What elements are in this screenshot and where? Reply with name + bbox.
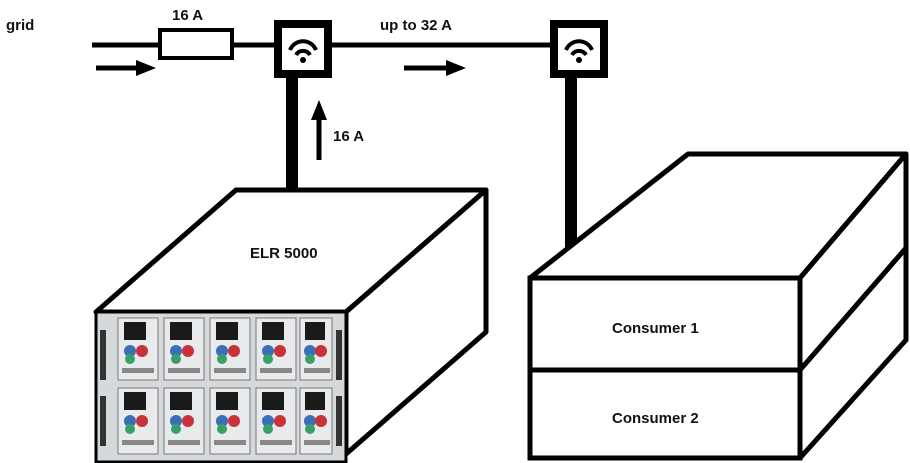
consumer-stack	[527, 151, 909, 461]
consumer-1-label: Consumer 1	[612, 320, 699, 337]
elr-module	[299, 387, 333, 455]
elr-5000-label: ELR 5000	[250, 245, 318, 262]
fuse-icon	[158, 28, 234, 60]
elr-module	[209, 317, 251, 381]
consumer-2-box	[527, 367, 803, 461]
arrow-right-icon	[96, 60, 156, 76]
elr-module	[163, 317, 205, 381]
consumer-1-box	[527, 275, 803, 373]
socket-icon	[550, 20, 608, 78]
elr-module	[209, 387, 251, 455]
socket-icon	[274, 20, 332, 78]
elr-module	[117, 317, 159, 381]
consumer-2-label: Consumer 2	[612, 410, 699, 427]
elr-module	[117, 387, 159, 455]
arrow-right-icon	[404, 60, 466, 76]
consumer-feed-cable	[565, 78, 577, 256]
elr-module	[299, 317, 333, 381]
line-current-label: up to 32 A	[380, 17, 452, 34]
elr-module	[163, 387, 205, 455]
elr-module	[255, 387, 297, 455]
feed-current-label: 16 A	[333, 128, 364, 145]
elr-feed-cable	[286, 78, 298, 190]
arrow-up-icon	[311, 100, 327, 160]
fuse-rating-label: 16 A	[172, 7, 203, 24]
elr-module	[255, 317, 297, 381]
grid-label: grid	[6, 17, 34, 34]
elr-5000-unit	[93, 187, 489, 463]
